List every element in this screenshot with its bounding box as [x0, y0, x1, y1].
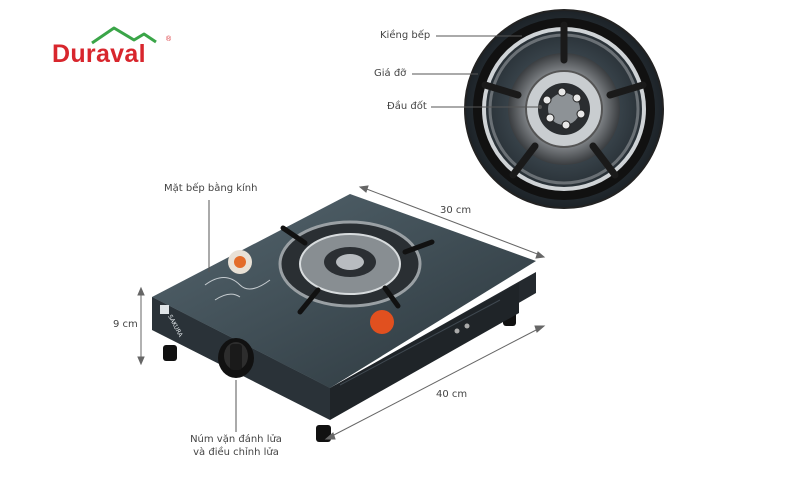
knob-label-line1: Núm vặn đánh lửa: [190, 434, 282, 445]
logo-text: Duraval: [52, 40, 146, 68]
burner-head-label: Đầu đốt: [387, 101, 427, 112]
width-label: 40 cm: [436, 389, 468, 400]
logo-registered-mark: ®: [166, 36, 172, 43]
knob-label-line2: và điều chỉnh lửa: [193, 447, 279, 458]
gas-stove: [152, 194, 536, 442]
height-label: 9 cm: [113, 319, 138, 330]
depth-label: 30 cm: [440, 205, 472, 216]
windshield-label: Kiềng bếp: [380, 30, 431, 41]
pan-support-label: Giá đỡ: [374, 68, 407, 79]
logo-roof-icon: [91, 26, 157, 45]
depth-dimension-line: [363, 187, 541, 256]
width-dimension-line: [329, 327, 541, 438]
burner-closeup: [464, 9, 664, 209]
glass-top-label: Mặt bếp bằng kính: [164, 183, 258, 194]
duraval-logo: Duraval ®: [52, 26, 182, 74]
